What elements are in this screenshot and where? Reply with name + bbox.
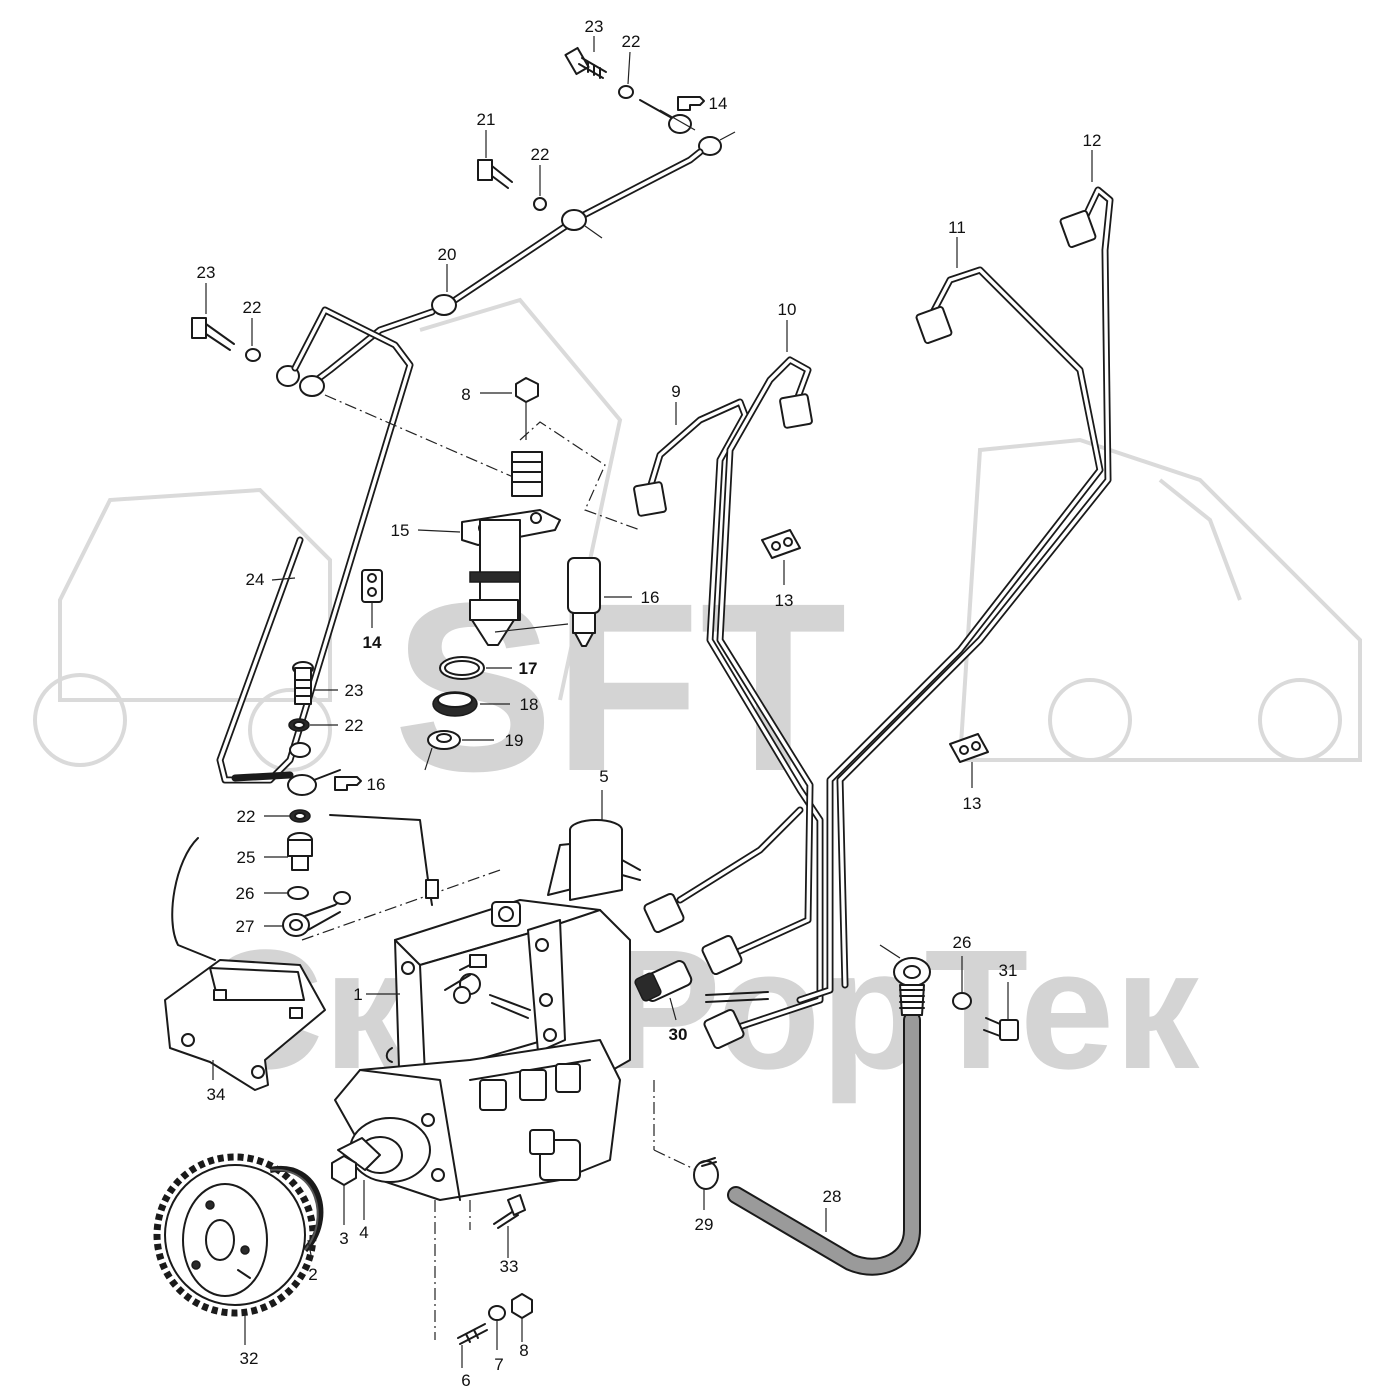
banjo-eye-top <box>668 114 692 134</box>
seal-18 <box>432 691 478 717</box>
nozzle-16 <box>567 557 601 647</box>
return-hose-28 <box>727 944 931 1276</box>
washer-26-right <box>952 992 972 1010</box>
hose-clamp-29 <box>693 1157 719 1190</box>
sealing-washer-22-middle <box>533 197 547 211</box>
watermark-brand: SFT <box>393 553 846 821</box>
return-line-assembly <box>191 46 736 784</box>
bracket-34 <box>164 814 439 1091</box>
watermark-company: СкайРорТек <box>201 915 1201 1105</box>
banjo-bolt-23-top <box>564 46 607 79</box>
callout-23: 23 <box>345 681 364 700</box>
callout-6: 6 <box>461 1371 470 1390</box>
injector-group <box>361 377 641 771</box>
callout-5: 5 <box>599 767 608 786</box>
stud-6 <box>457 1323 488 1345</box>
callout-22: 22 <box>345 716 364 735</box>
callout-26: 26 <box>236 884 255 903</box>
callout-27: 27 <box>236 917 255 936</box>
injection-pump-1 <box>331 790 693 1225</box>
callout-33: 33 <box>500 1257 519 1276</box>
callout-31: 31 <box>999 961 1018 980</box>
callout-12: 12 <box>1083 131 1102 150</box>
callout-10: 10 <box>778 300 797 319</box>
callout-14: 14 <box>363 633 382 652</box>
callout-22: 22 <box>531 145 550 164</box>
injection-pipes <box>633 186 1114 1050</box>
callout-13: 13 <box>775 591 794 610</box>
bolt-33 <box>493 1194 526 1229</box>
callout-24: 24 <box>246 570 265 589</box>
banjo-eye-20-left <box>299 375 325 397</box>
callout-1: 1 <box>353 985 362 1004</box>
reference-arrow-14 <box>677 96 705 111</box>
union-nut-11 <box>915 305 953 345</box>
callout-28: 28 <box>823 1187 842 1206</box>
overflow-valve-25 <box>287 832 313 871</box>
pipe-clamp-13-lower <box>949 733 989 763</box>
callout-22: 22 <box>622 32 641 51</box>
washer-7 <box>488 1305 506 1321</box>
union-nut-9 <box>633 481 667 517</box>
callout-14-ref: 14 <box>709 94 728 113</box>
callout-32: 32 <box>240 1349 259 1368</box>
callout-29: 29 <box>695 1215 714 1234</box>
callout-23: 23 <box>197 263 216 282</box>
banjo-bolt-23-left <box>191 317 235 351</box>
pipe-clamp-13-upper <box>761 529 801 559</box>
stop-solenoid-5 <box>547 819 641 901</box>
callout-26: 26 <box>953 933 972 952</box>
callout-17: 17 <box>519 659 538 678</box>
callout-4: 4 <box>359 1223 368 1242</box>
callout-22: 22 <box>243 298 262 317</box>
nut-8-bottom <box>511 1293 533 1319</box>
nut-8-top <box>515 377 539 403</box>
callout-22: 22 <box>237 807 256 826</box>
callout-7: 7 <box>494 1355 503 1374</box>
callout-8: 8 <box>519 1341 528 1360</box>
overflow-valve-stack <box>282 661 501 941</box>
sealing-washer-22-top <box>618 85 634 99</box>
o-ring-2 <box>269 1165 324 1253</box>
banjo-fitting-27 <box>282 891 351 937</box>
injector-15 <box>461 451 561 646</box>
callout-labels: 23 22 14 21 22 20 23 22 8 9 10 11 12 15 … <box>197 17 1102 1390</box>
bolt-31 <box>983 1017 1019 1041</box>
callout-20: 20 <box>438 245 457 264</box>
banjo-eye-middle <box>561 209 587 231</box>
callout-16-ref: 16 <box>367 775 386 794</box>
union-nut-12 <box>1059 209 1097 249</box>
callout-2: 2 <box>308 1265 317 1284</box>
union-nut-10 <box>779 393 813 429</box>
callout-19: 19 <box>505 731 524 750</box>
reference-arrow-16 <box>334 776 362 791</box>
callout-18: 18 <box>520 695 539 714</box>
banjo-bolt-23-lower <box>292 661 314 705</box>
callout-16: 16 <box>641 588 660 607</box>
leader-lines <box>205 36 1093 995</box>
callout-34: 34 <box>207 1085 226 1104</box>
banjo-bolt-21 <box>477 159 513 189</box>
callout-13: 13 <box>963 794 982 813</box>
callout-21: 21 <box>477 110 496 129</box>
callout-15: 15 <box>391 521 410 540</box>
nut-3 <box>331 1155 357 1186</box>
callout-8: 8 <box>461 385 470 404</box>
callout-25: 25 <box>237 848 256 867</box>
pump-drive-gear-32 <box>153 1153 317 1317</box>
delivery-valve-holder-30 <box>634 960 693 1002</box>
washer-19 <box>427 730 461 750</box>
callout-11: 11 <box>948 218 966 237</box>
callout-23: 23 <box>585 17 604 36</box>
sealing-washer-22-left <box>245 348 261 362</box>
callout-3: 3 <box>339 1229 348 1248</box>
callout-30: 30 <box>669 1025 688 1044</box>
washer-26-left <box>287 886 309 900</box>
clamp-14 <box>361 569 383 603</box>
callout-9: 9 <box>671 382 680 401</box>
